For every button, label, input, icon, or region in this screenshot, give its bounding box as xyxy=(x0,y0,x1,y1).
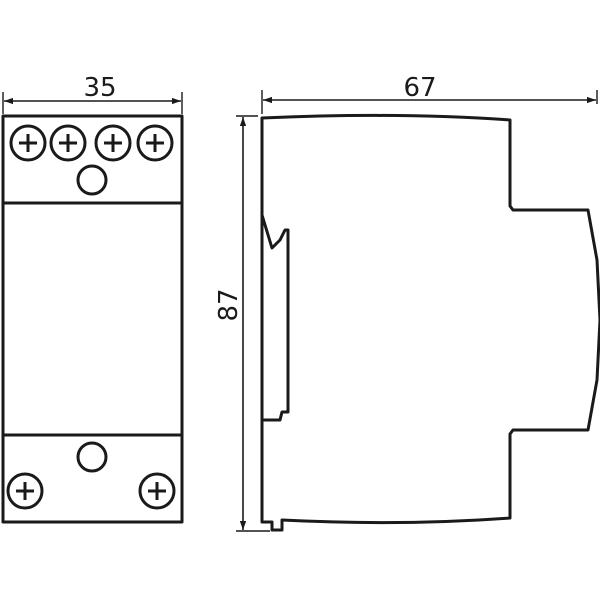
height-dimension-label: 87 xyxy=(214,288,244,321)
height-dimension: 87 xyxy=(214,115,270,532)
screw-terminal-icon xyxy=(94,124,132,162)
depth-dimension: 67 xyxy=(261,73,598,114)
depth-dimension-label: 67 xyxy=(403,73,436,103)
screw-terminal-icon xyxy=(6,472,44,510)
width-dimension-label: 35 xyxy=(83,73,116,103)
side-body-outline xyxy=(260,113,600,532)
front-body-outline xyxy=(1,114,184,524)
front-view: 35 xyxy=(1,73,184,524)
screw-terminal-icon xyxy=(136,124,174,162)
screw-terminal-icon xyxy=(49,124,87,162)
screw-terminal-icon xyxy=(9,124,47,162)
led-indicator-icon xyxy=(76,164,108,196)
din-clip-detail xyxy=(260,214,290,422)
screw-terminal-icon xyxy=(138,472,176,510)
width-dimension: 35 xyxy=(2,73,183,114)
led-indicator-icon xyxy=(76,441,108,473)
side-view: 67 87 xyxy=(214,73,600,532)
